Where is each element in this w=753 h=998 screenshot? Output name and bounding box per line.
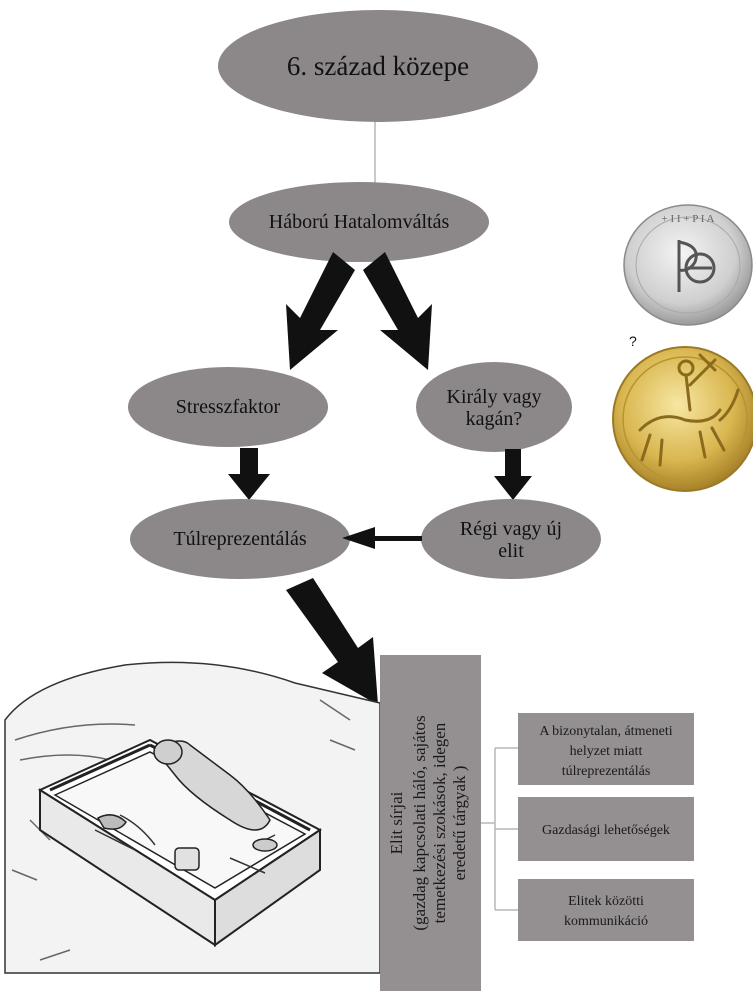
silver-coin-icon: + I I + P I A	[623, 204, 753, 326]
stress-node-label: Stresszfaktor	[176, 396, 281, 418]
elite-node-line2: elit	[498, 540, 524, 562]
arrow-king-down	[494, 449, 532, 500]
side-box-communication: Elitek közötti kommunikáció	[518, 879, 694, 941]
elite-graves-line2: temetkezési szokások, idegen	[430, 722, 449, 923]
top-node: 6. század közepe	[218, 10, 538, 122]
war-node: Háború Hatalomváltás	[229, 182, 489, 262]
side-box-1-line1: A bizonytalan, átmeneti	[539, 724, 672, 739]
arrow-to-graves	[286, 578, 378, 705]
side-box-3-line2: kommunikáció	[564, 914, 648, 929]
arrow-elite-to-over	[342, 527, 422, 549]
coin-question: ?	[629, 333, 637, 349]
arrow-to-stress	[286, 252, 355, 370]
arrow-to-king	[363, 252, 432, 370]
king-node-line1: Király vagy	[447, 386, 542, 408]
elite-graves-title: Elit sírjai	[387, 791, 406, 854]
gold-coin-rider-icon	[612, 346, 753, 492]
king-node-line2: kagán?	[466, 408, 523, 430]
arrow-stress-down	[228, 448, 270, 500]
elite-graves-line1: (gazdag kapcsolati háló, sajátos	[410, 715, 429, 930]
king-node: Király vagy kagán?	[416, 362, 572, 452]
elite-node: Régi vagy új elit	[421, 499, 601, 579]
side-box-2-line1: Gazdasági lehetőségek	[542, 823, 670, 838]
side-box-uncertain: A bizonytalan, átmeneti helyzet miatt tú…	[518, 713, 694, 785]
side-box-3-line1: Elitek közötti	[568, 894, 644, 909]
stress-node: Stresszfaktor	[128, 367, 328, 447]
bracket-connector	[481, 747, 518, 911]
over-node: Túlreprezentálás	[130, 499, 350, 579]
grave-chamber-drawing	[4, 661, 381, 974]
war-node-label: Háború Hatalomváltás	[269, 211, 450, 233]
svg-text:+ I I + P I A: + I I + P I A	[662, 213, 715, 225]
elite-node-line1: Régi vagy új	[460, 518, 562, 540]
over-node-label: Túlreprezentálás	[173, 528, 306, 550]
elite-graves-box: Elit sírjai (gazdag kapcsolati háló, saj…	[380, 655, 481, 991]
side-box-1-line2: helyzet miatt	[570, 744, 643, 759]
elite-graves-line3: eredetű tárgyak )	[450, 766, 469, 881]
top-node-label: 6. század közepe	[287, 51, 469, 81]
side-box-economic: Gazdasági lehetőségek	[518, 797, 694, 861]
side-box-1-line3: túlreprezentálás	[562, 764, 651, 779]
